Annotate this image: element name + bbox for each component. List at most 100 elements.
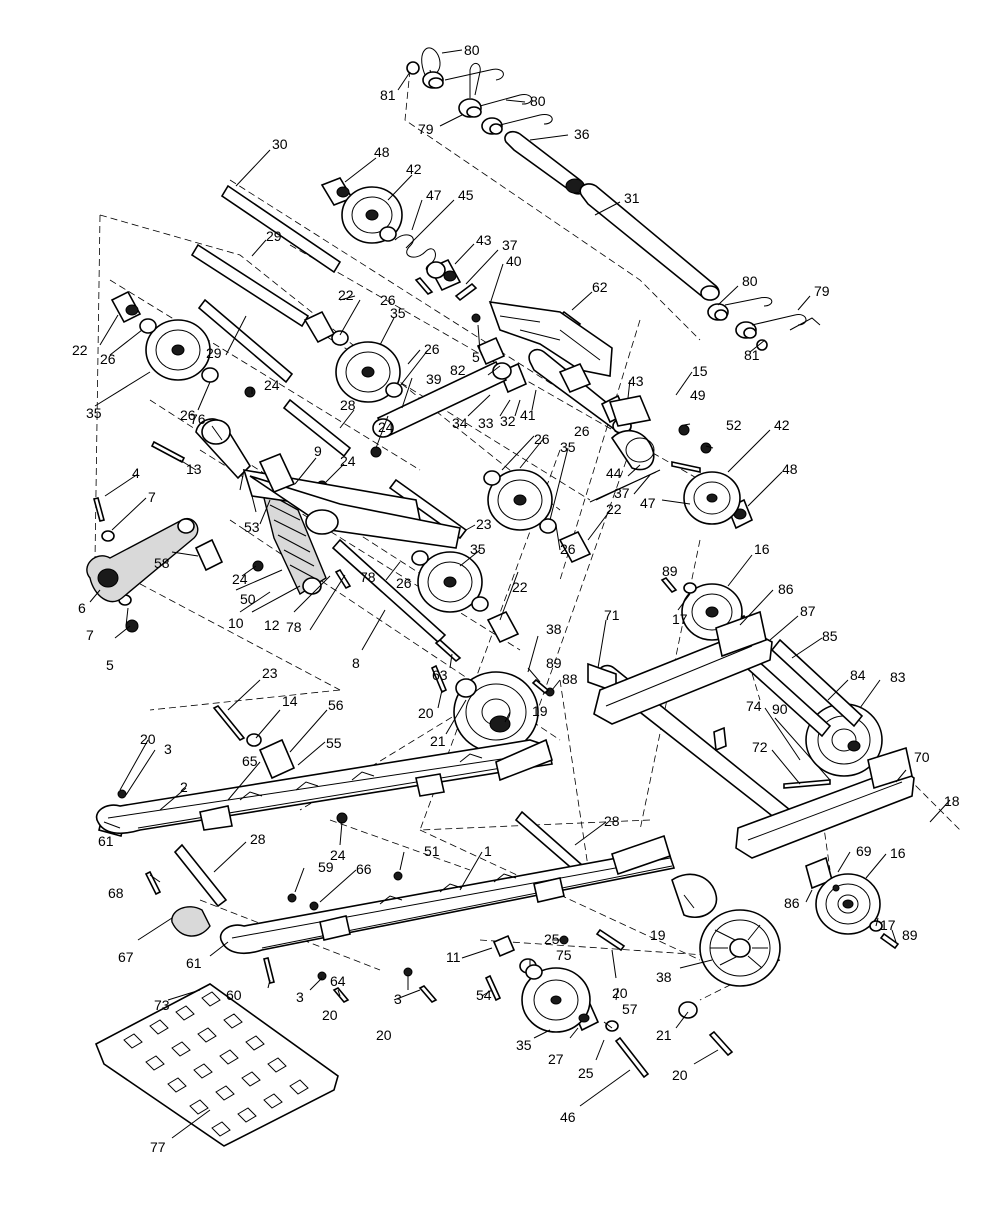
callout-35: 35 bbox=[516, 1037, 532, 1053]
callout-66: 66 bbox=[356, 861, 372, 877]
callout-78: 78 bbox=[286, 619, 302, 635]
callout-49: 49 bbox=[690, 387, 706, 403]
callout-19: 19 bbox=[650, 927, 666, 943]
shaft-28-lower bbox=[514, 810, 584, 874]
rail-tip-67 bbox=[171, 906, 211, 937]
callout-20: 20 bbox=[376, 1027, 392, 1043]
callout-90: 90 bbox=[772, 701, 788, 717]
callout-35: 35 bbox=[470, 541, 486, 557]
shaft-28-left bbox=[173, 843, 228, 908]
callout-42: 42 bbox=[406, 161, 422, 177]
shaft-28-upper bbox=[282, 398, 352, 458]
callout-32: 32 bbox=[500, 413, 516, 429]
callout-3: 3 bbox=[296, 989, 304, 1005]
callout-76: 76 bbox=[190, 411, 206, 427]
shaft-29-lower bbox=[197, 298, 294, 384]
callout-79: 79 bbox=[418, 121, 434, 137]
callout-79: 79 bbox=[814, 283, 830, 299]
callout-44: 44 bbox=[606, 465, 622, 481]
callout-24: 24 bbox=[330, 847, 346, 863]
idler-wheel-35-mid bbox=[335, 341, 401, 403]
torsion-spring-left bbox=[406, 47, 553, 135]
callout-89: 89 bbox=[662, 563, 678, 579]
callout-57: 57 bbox=[622, 1001, 638, 1017]
callout-86: 86 bbox=[784, 895, 800, 911]
callout-72: 72 bbox=[752, 739, 768, 755]
callout-4: 4 bbox=[132, 465, 140, 481]
callout-80: 80 bbox=[530, 93, 546, 109]
callout-23: 23 bbox=[476, 516, 492, 532]
small-clip bbox=[713, 726, 727, 752]
shaft-29-upper bbox=[190, 243, 310, 328]
callout-26: 26 bbox=[100, 351, 116, 367]
slide-rail-lower bbox=[219, 834, 676, 955]
callout-2: 2 bbox=[180, 779, 188, 795]
callout-33: 33 bbox=[478, 415, 494, 431]
shaft-30 bbox=[220, 184, 342, 274]
callout-80: 80 bbox=[464, 42, 480, 58]
callout-37: 37 bbox=[502, 237, 518, 253]
callout-68: 68 bbox=[108, 885, 124, 901]
callout-7: 7 bbox=[86, 627, 94, 643]
callout-26: 26 bbox=[560, 541, 576, 557]
callout-75: 75 bbox=[556, 947, 572, 963]
callout-22: 22 bbox=[72, 342, 88, 358]
callout-55: 55 bbox=[326, 735, 342, 751]
callout-62: 62 bbox=[592, 279, 608, 295]
rear-bracket-70 bbox=[735, 746, 915, 859]
shaft-31 bbox=[579, 183, 720, 301]
callout-81: 81 bbox=[744, 347, 760, 363]
callout-87: 87 bbox=[800, 603, 816, 619]
callout-20: 20 bbox=[322, 1007, 338, 1023]
callout-35: 35 bbox=[560, 439, 576, 455]
callout-77: 77 bbox=[150, 1139, 166, 1155]
callout-10: 10 bbox=[228, 615, 244, 631]
idler-wheel-35-center bbox=[487, 469, 553, 531]
callout-26: 26 bbox=[380, 292, 396, 308]
callout-24: 24 bbox=[378, 419, 394, 435]
bolts bbox=[93, 277, 900, 1079]
callout-58: 58 bbox=[154, 555, 170, 571]
rear-bracket-87 bbox=[593, 610, 773, 725]
callout-74: 74 bbox=[746, 698, 762, 714]
callout-38: 38 bbox=[656, 969, 672, 985]
callout-12: 12 bbox=[264, 617, 280, 633]
callout-numbers: 80 81 79 80 36 30 48 42 47 45 31 29 43 3… bbox=[72, 42, 960, 1155]
bushing-22-mid bbox=[303, 310, 336, 344]
shaft-23 bbox=[388, 478, 468, 540]
callout-11: 11 bbox=[446, 949, 461, 965]
torsion-spring-right bbox=[707, 296, 821, 351]
callout-7: 7 bbox=[148, 489, 156, 505]
callout-60: 60 bbox=[226, 987, 242, 1003]
callout-26: 26 bbox=[534, 431, 550, 447]
callout-24: 24 bbox=[264, 377, 280, 393]
callout-15: 15 bbox=[692, 363, 708, 379]
bushing-58 bbox=[194, 538, 224, 572]
callout-21: 21 bbox=[430, 733, 446, 749]
callout-29: 29 bbox=[266, 228, 282, 244]
callout-56: 56 bbox=[328, 697, 344, 713]
callout-80: 80 bbox=[742, 273, 758, 289]
callout-67: 67 bbox=[118, 949, 134, 965]
callout-6: 6 bbox=[78, 600, 86, 616]
idler-wheel-35-left bbox=[145, 319, 211, 381]
callout-42: 42 bbox=[774, 417, 790, 433]
idler-wheel-35-lower bbox=[417, 551, 483, 613]
callout-61: 61 bbox=[98, 833, 114, 849]
callout-5: 5 bbox=[106, 657, 114, 673]
callout-14: 14 bbox=[282, 693, 298, 709]
callout-17: 17 bbox=[880, 917, 896, 933]
callout-65: 65 bbox=[242, 753, 258, 769]
callout-48: 48 bbox=[782, 461, 798, 477]
callout-22: 22 bbox=[512, 579, 528, 595]
callout-26: 26 bbox=[574, 423, 590, 439]
callout-89: 89 bbox=[546, 655, 562, 671]
callout-54: 54 bbox=[476, 987, 492, 1003]
callout-3: 3 bbox=[394, 991, 402, 1007]
callout-39: 39 bbox=[426, 371, 442, 387]
bushing-22-left bbox=[110, 290, 142, 324]
callout-31: 31 bbox=[624, 190, 640, 206]
callout-81: 81 bbox=[380, 87, 396, 103]
callout-40: 40 bbox=[506, 253, 522, 269]
callout-26: 26 bbox=[424, 341, 440, 357]
